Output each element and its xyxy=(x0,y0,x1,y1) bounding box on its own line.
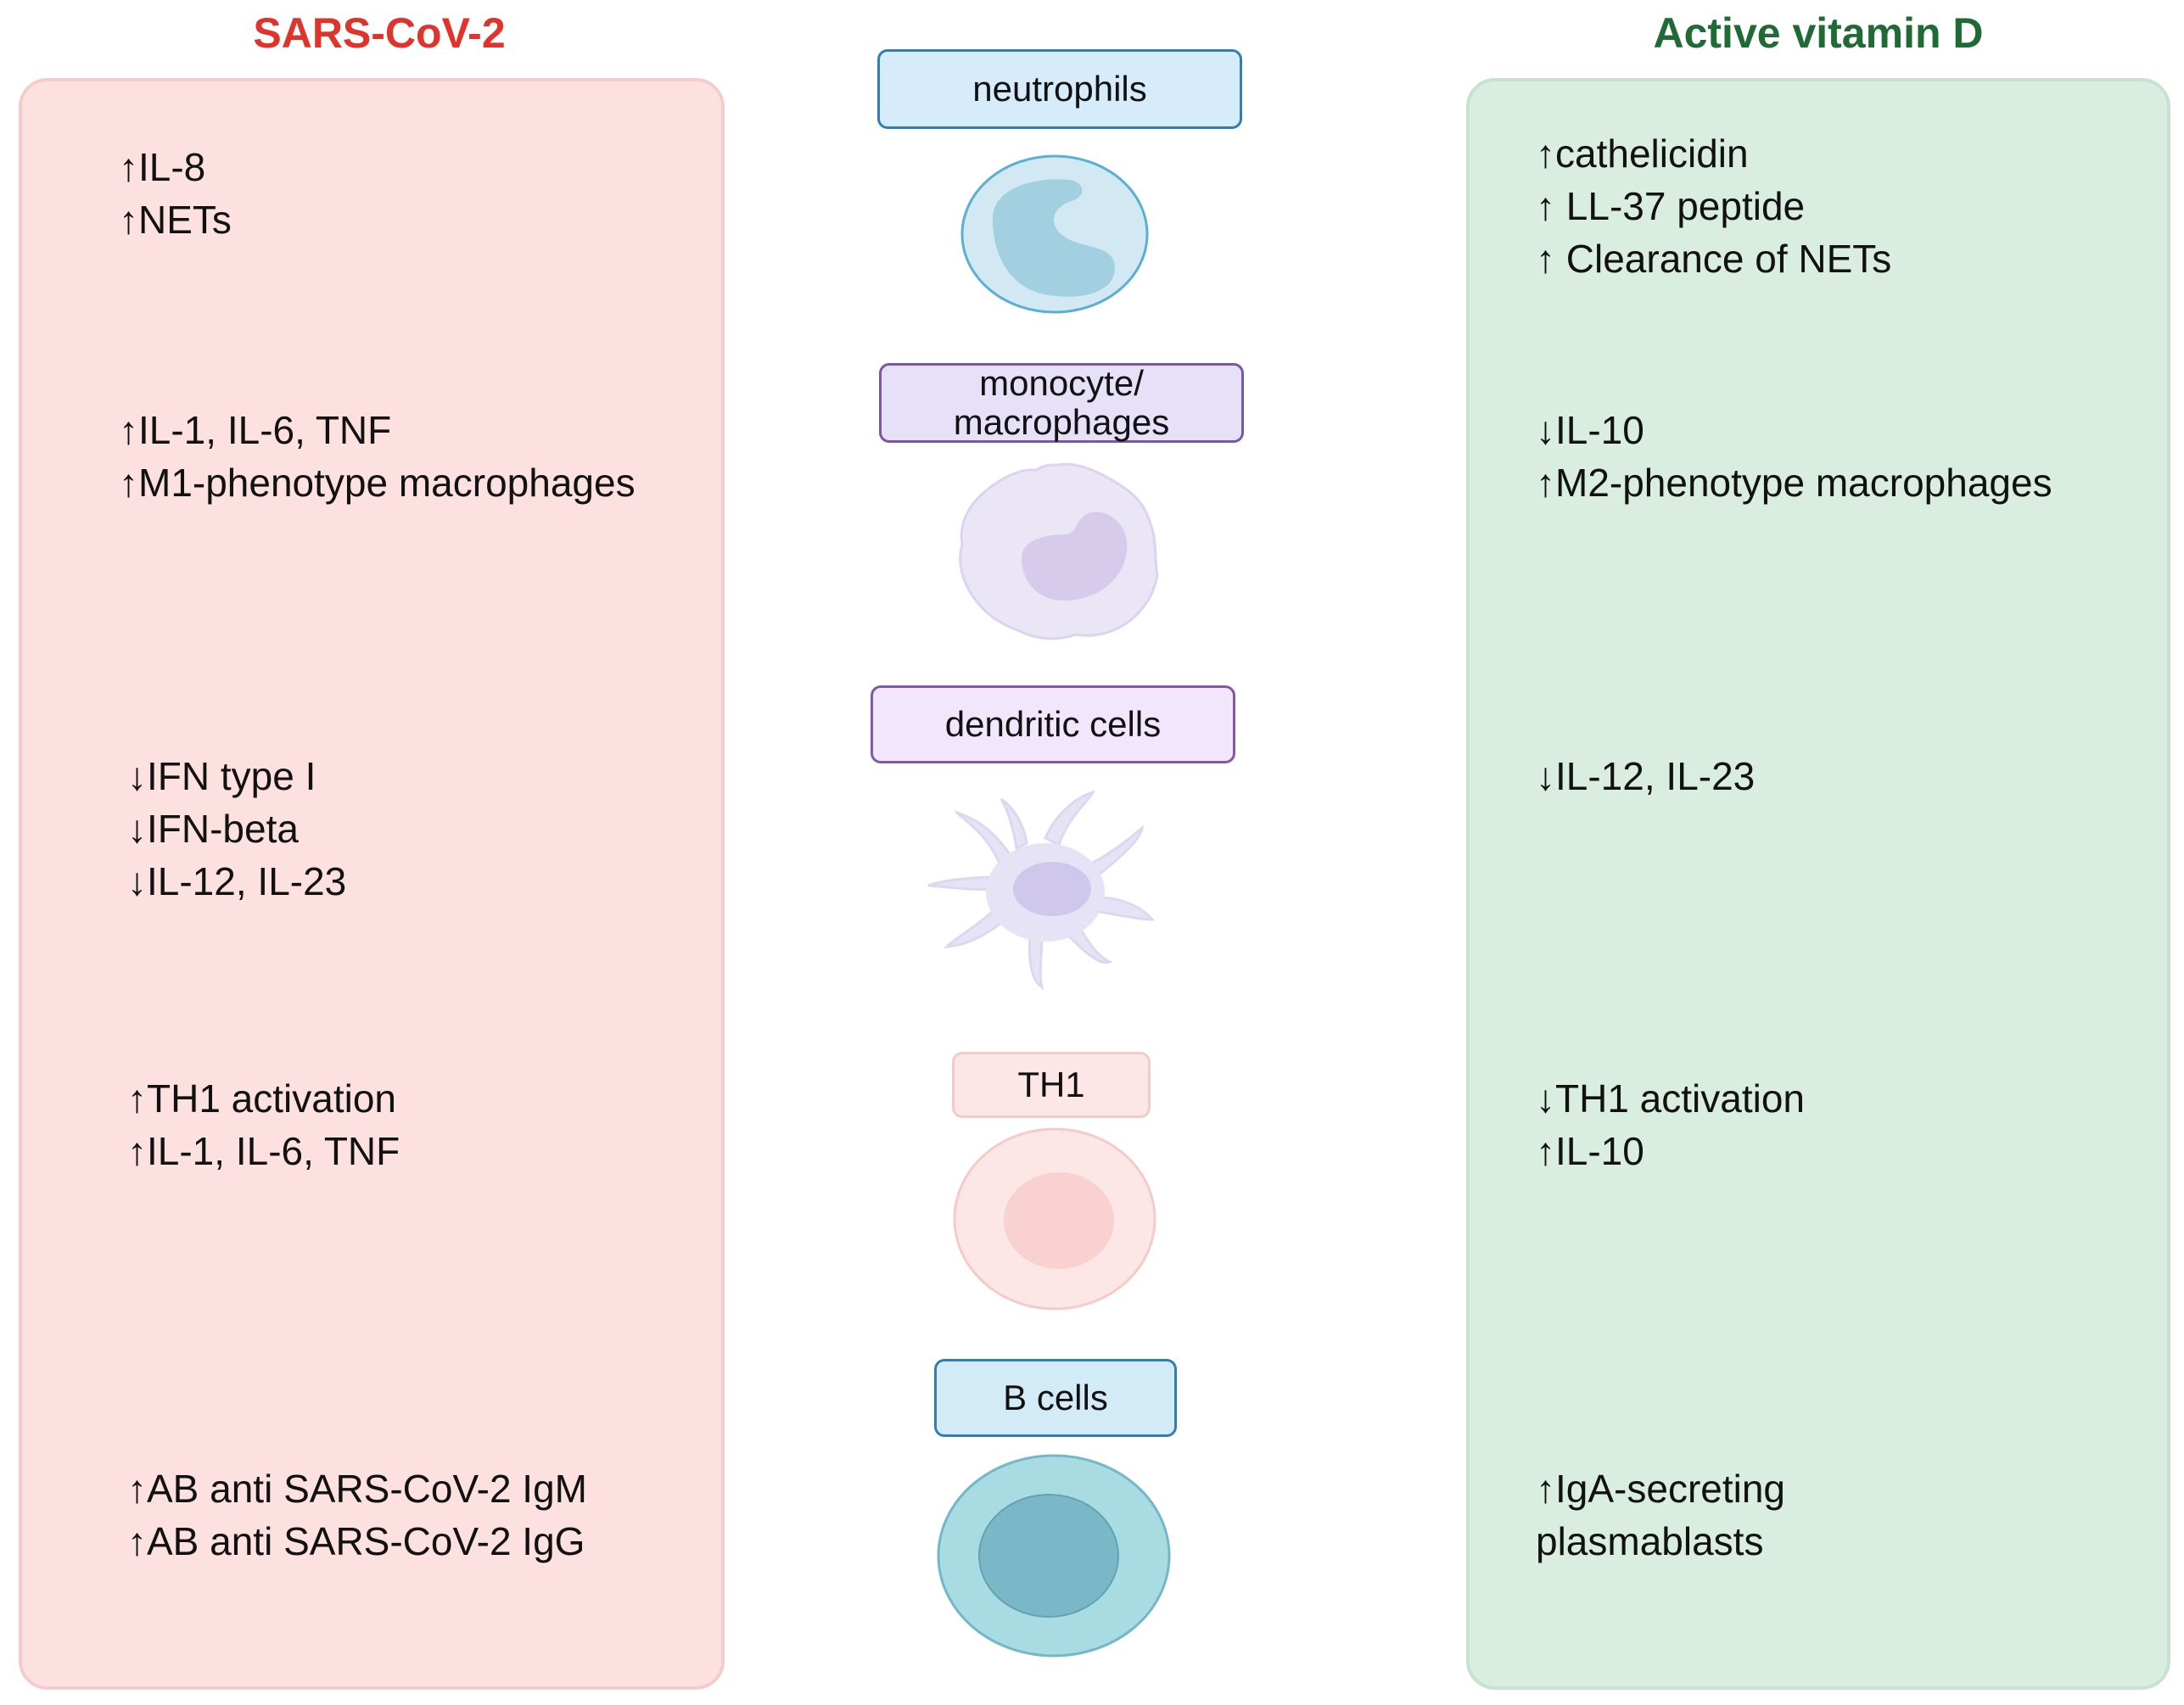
effect-line: ↓TH1 activation xyxy=(1536,1076,1806,1121)
vitd-dendritic-effects: ↓IL-12, IL-23 xyxy=(1536,750,1755,802)
th1-cell-icon xyxy=(953,1127,1156,1311)
effect-line: ↑ Clearance of NETs xyxy=(1536,237,1892,281)
b-cells-label: B cells xyxy=(934,1359,1177,1437)
dendritic-cell-icon xyxy=(927,790,1156,991)
vitd-th1-effects: ↓TH1 activation ↑IL-10 xyxy=(1536,1072,1805,1177)
sars-cov2-panel: ↑IL-8 ↑NETs ↑IL-1, IL-6, TNF ↑M1-phenoty… xyxy=(19,78,725,1690)
neutrophils-label: neutrophils xyxy=(877,49,1242,129)
th1-label: TH1 xyxy=(952,1052,1151,1118)
monocyte-macrophages-label: monocyte/ macrophages xyxy=(879,363,1244,443)
effect-line: ↑IL-8 xyxy=(119,145,206,189)
effect-line: ↓IFN type I xyxy=(127,754,316,798)
effect-line: ↑AB anti SARS-CoV-2 IgM xyxy=(127,1467,587,1511)
vitd-macrophage-effects: ↓IL-10 ↑M2-phenotype macrophages xyxy=(1536,404,2052,509)
effect-line: ↑ LL-37 peptide xyxy=(1536,184,1806,228)
vitamin-d-title: Active vitamin D xyxy=(1653,9,1984,57)
effect-line: ↑IL-1, IL-6, TNF xyxy=(127,1129,400,1173)
vitamin-d-panel: ↑cathelicidin ↑ LL-37 peptide ↑ Clearanc… xyxy=(1466,78,2170,1690)
effect-line: ↓IL-12, IL-23 xyxy=(1536,754,1756,798)
sars-macrophage-effects: ↑IL-1, IL-6, TNF ↑M1-phenotype macrophag… xyxy=(119,404,636,509)
sars-th1-effects: ↑TH1 activation ↑IL-1, IL-6, TNF xyxy=(127,1072,400,1177)
sars-cov2-title: SARS-CoV-2 xyxy=(253,9,506,57)
effect-line: ↑AB anti SARS-CoV-2 IgG xyxy=(127,1519,585,1563)
dendritic-cells-label: dendritic cells xyxy=(871,685,1235,763)
effect-line: ↑M1-phenotype macrophages xyxy=(119,461,636,505)
sars-dendritic-effects: ↓IFN type I ↓IFN-beta ↓IL-12, IL-23 xyxy=(127,750,346,908)
effect-line: ↓IFN-beta xyxy=(127,807,299,851)
neutrophil-icon xyxy=(960,154,1149,314)
effect-line: ↑M2-phenotype macrophages xyxy=(1536,461,2052,505)
effect-line: ↑IL-10 xyxy=(1536,1129,1644,1173)
b-cell-icon xyxy=(937,1454,1171,1657)
effect-line: ↑IgA-secreting xyxy=(1536,1467,1786,1511)
sars-bcell-effects: ↑AB anti SARS-CoV-2 IgM ↑AB anti SARS-Co… xyxy=(127,1462,587,1568)
vitd-bcell-effects: ↑IgA-secreting plasmablasts xyxy=(1536,1462,1785,1568)
effect-line: ↓IL-12, IL-23 xyxy=(127,859,347,903)
effect-line: ↑cathelicidin xyxy=(1536,131,1749,176)
effect-line: ↑TH1 activation xyxy=(127,1076,397,1121)
effect-line: ↓IL-10 xyxy=(1536,408,1644,452)
effect-line: plasmablasts xyxy=(1536,1519,1764,1563)
sars-neutrophil-effects: ↑IL-8 ↑NETs xyxy=(119,141,232,246)
effect-line: ↑IL-1, IL-6, TNF xyxy=(119,408,392,452)
macrophage-icon xyxy=(959,462,1159,640)
vitd-neutrophil-effects: ↑cathelicidin ↑ LL-37 peptide ↑ Clearanc… xyxy=(1536,127,1891,285)
effect-line: ↑NETs xyxy=(119,198,232,242)
